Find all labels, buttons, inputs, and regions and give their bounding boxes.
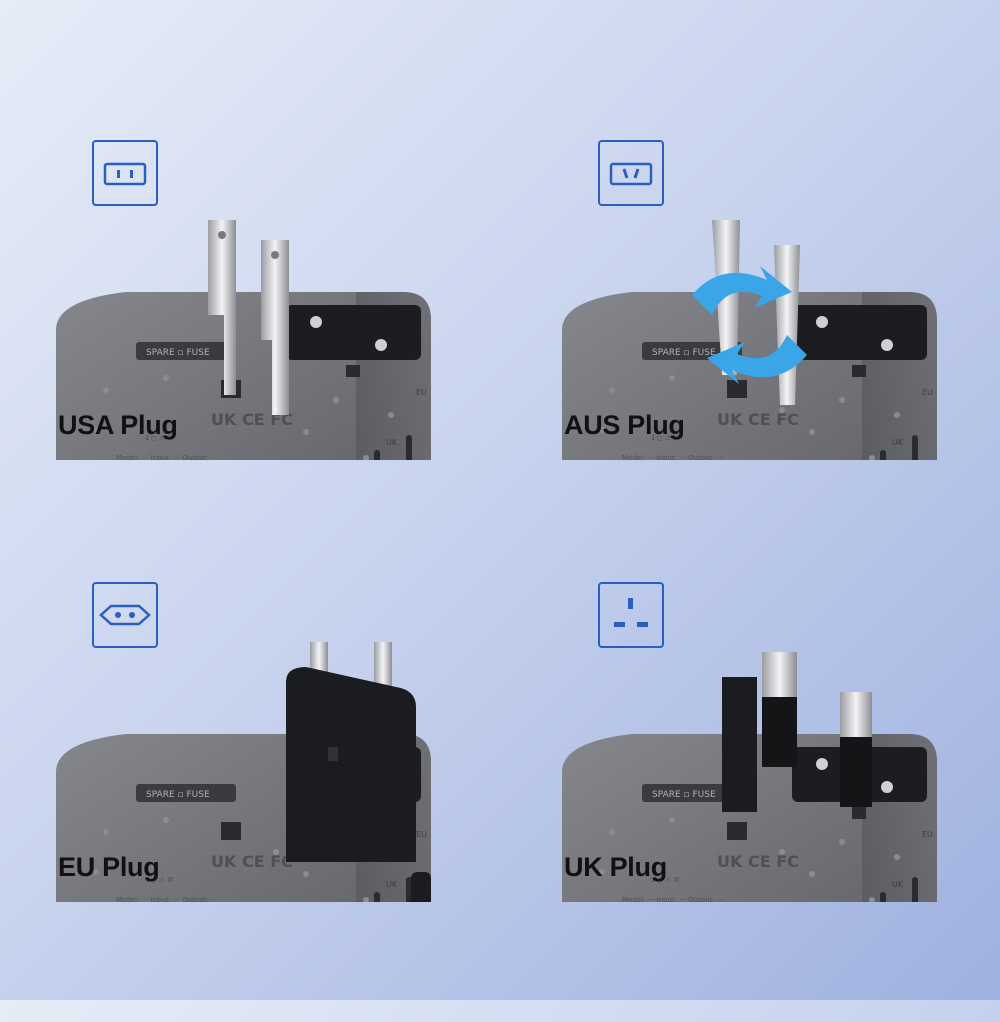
plug-label: AUS Plug [564,410,685,440]
panel-uk: UK Plug [562,582,1000,1022]
us-plug-pins [208,220,289,415]
plug-label: UK Plug [564,852,667,882]
panel-eu: EU Plug [56,582,496,1022]
adapter-image-uk [562,652,937,902]
eu-plug [286,642,431,902]
uk-socket-icon [598,582,664,648]
adapter-image-aus [562,220,937,460]
plug-label: EU Plug [58,852,160,882]
panel-aus: AUS Plug [562,140,1000,580]
uk-plug-pins [722,652,872,812]
panel-usa: USA Plug [56,140,496,580]
plug-label: USA Plug [58,410,178,440]
us-socket-icon [92,140,158,206]
eu-socket-icon [92,582,158,648]
adapter-image-eu [56,642,431,902]
rotate-arrows-icon [692,266,807,384]
aus-socket-icon [598,140,664,206]
adapter-image-usa [56,220,431,460]
